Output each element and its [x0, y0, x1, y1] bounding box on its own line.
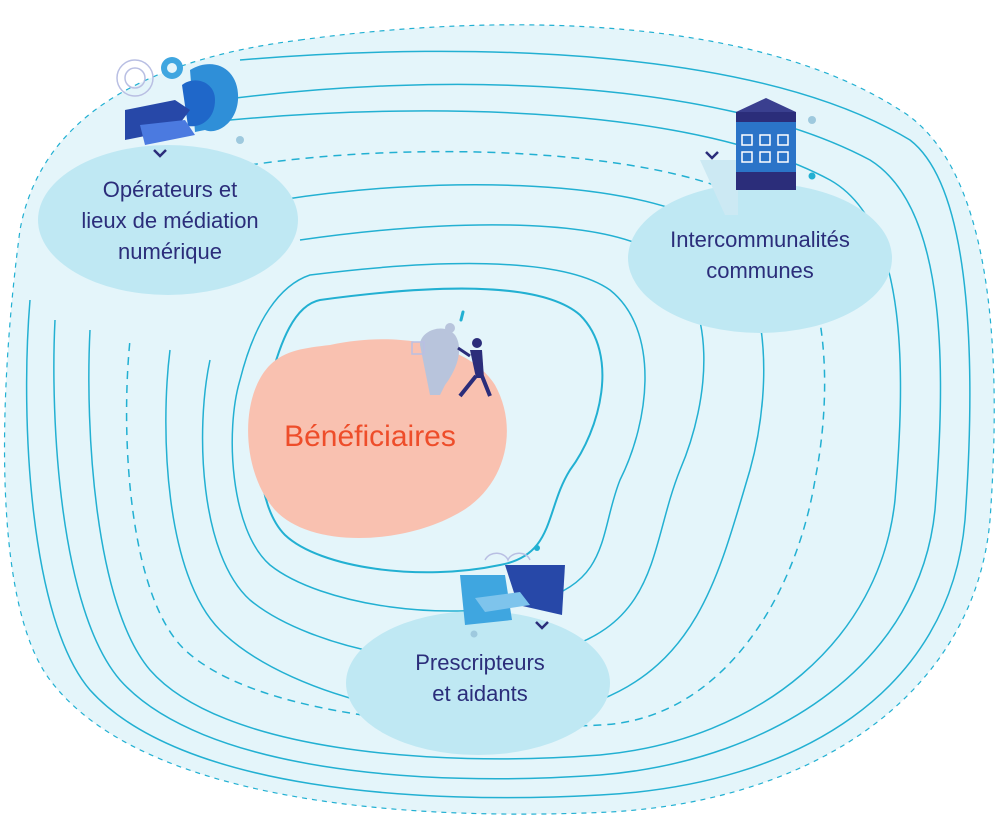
- contour-line: [125, 150, 826, 728]
- node-operateurs-label: Opérateurs et lieux de médiation numériq…: [81, 177, 259, 264]
- contour-lines: [25, 50, 971, 799]
- node-intercommunalites-blob: [628, 183, 892, 333]
- center-label: Bénéficiaires: [284, 420, 456, 453]
- contour-line: [88, 110, 902, 760]
- node-operateurs-blob: [38, 145, 298, 295]
- node-intercommunalites-label: Intercommunalités communes: [670, 227, 850, 283]
- contour-line: [165, 184, 765, 719]
- contour-line: [25, 50, 971, 799]
- handshake-icon: [460, 545, 565, 638]
- building-icon: [700, 98, 816, 215]
- hands-gears-head-icon: [116, 57, 244, 158]
- node-prescripteurs-label: Prescripteurs et aidants: [415, 650, 545, 706]
- person-helping-icon: [411, 310, 492, 398]
- contour-line: [201, 224, 705, 663]
- node-prescripteurs-blob: [346, 611, 610, 755]
- contour-line: [53, 83, 942, 780]
